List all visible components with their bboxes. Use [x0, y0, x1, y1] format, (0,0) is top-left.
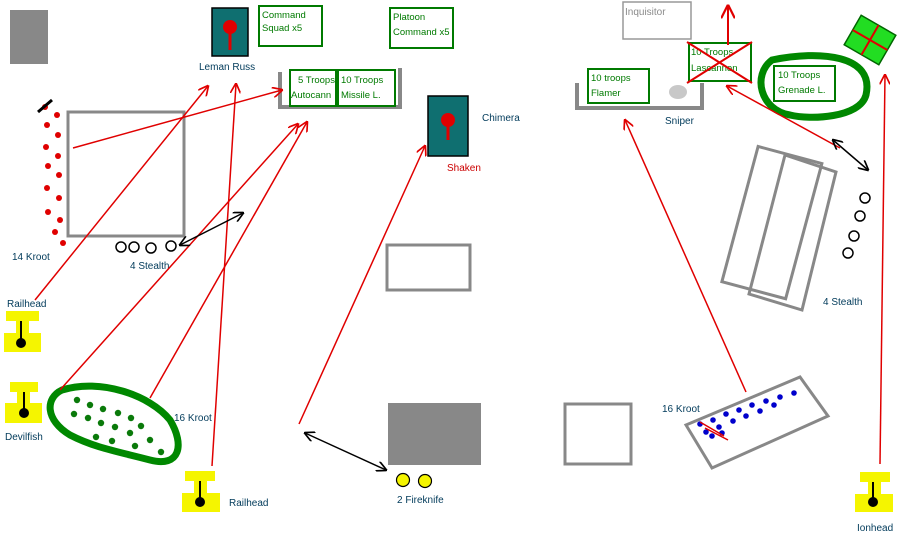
shaken-label: Shaken — [447, 163, 481, 174]
devilfish-unit — [5, 382, 42, 423]
center-ruin — [385, 243, 472, 292]
right-slanted-ruin-outline — [747, 153, 838, 312]
railhead-top-unit — [4, 311, 41, 352]
grenade-squad-box — [773, 65, 836, 102]
inquisitor-label: Inquisitor — [625, 7, 666, 18]
ionhead-label: Ionhead — [857, 523, 893, 534]
lascannon-cross-2 — [686, 41, 753, 84]
command-squad-label-2: Squad x5 — [262, 23, 302, 34]
kroot-16-left-label: 16 Kroot — [174, 413, 212, 424]
lascannon-label-2: Lascannon — [691, 63, 737, 74]
platoon-command-label-2: Command x5 — [393, 27, 450, 38]
missile-label-2: Missile L. — [341, 90, 381, 101]
fire-lines — [34, 75, 885, 467]
autocannon-label-1: 5 Troops — [298, 75, 335, 86]
railhead-bottom-label: Railhead — [229, 498, 268, 509]
sniper-marker — [669, 85, 687, 99]
right-slanted-ruin — [720, 144, 824, 301]
kroot-16-right-unit — [697, 390, 797, 441]
grenade-forest — [757, 52, 871, 121]
command-squad-box — [258, 5, 323, 47]
left-barricade — [278, 68, 402, 109]
grenade-label-1: 10 Troops — [778, 70, 820, 81]
autocannon-squad-box — [289, 69, 337, 107]
devilfish-label: Devilfish — [5, 432, 43, 443]
inquisitor-box — [622, 1, 692, 40]
fireknife-unit — [395, 472, 433, 489]
kroot-14-unit — [37, 98, 66, 246]
missile-squad-box — [337, 69, 396, 107]
stealth-4-right-label: 4 Stealth — [823, 297, 862, 308]
lascannon-squad-box — [688, 42, 752, 82]
right-barricade — [575, 83, 704, 110]
missile-label-1: 10 Troops — [341, 75, 383, 86]
flamer-squad-box — [587, 68, 650, 104]
flamer-label-2: Flamer — [591, 88, 621, 99]
top-left-building — [10, 10, 48, 64]
sniper-label: Sniper — [665, 116, 695, 127]
left-ruin — [66, 110, 186, 238]
lascannon-label-1: 10 Troops — [691, 47, 733, 58]
right-ruin — [563, 402, 633, 466]
right-kroot-ruin — [683, 375, 831, 470]
railhead-top-label: Railhead — [7, 299, 46, 310]
grenade-label-2: Grenade L. — [778, 85, 826, 96]
kroot-14-label: 14 Kroot — [12, 252, 50, 263]
green-flag-unit — [843, 14, 897, 66]
railhead-bottom-unit — [182, 471, 220, 512]
ionhead-unit — [855, 472, 893, 512]
command-squad-label-1: Command — [262, 10, 306, 21]
autocannon-label-2: Autocann — [291, 90, 331, 101]
fireknife-label: 2 Fireknife — [397, 495, 444, 506]
chimera-turret — [441, 113, 455, 127]
leman-russ-turret — [223, 20, 237, 34]
chimera-label: Chimera — [482, 113, 520, 124]
center-building — [388, 403, 481, 465]
leman-russ-label: Leman Russ — [199, 62, 255, 73]
stealth-4-left-unit — [115, 240, 177, 254]
stealth-4-right-unit — [842, 192, 871, 259]
stealth-4-left-label: 4 Stealth — [130, 261, 169, 272]
flamer-label-1: 10 troops — [591, 73, 631, 84]
movement-lines — [180, 140, 868, 470]
platoon-command-label-1: Platoon — [393, 12, 425, 23]
kroot-16-right-label: 16 Kroot — [662, 404, 700, 415]
platoon-command-box — [389, 7, 454, 49]
kroot-16-left-unit — [46, 382, 182, 465]
